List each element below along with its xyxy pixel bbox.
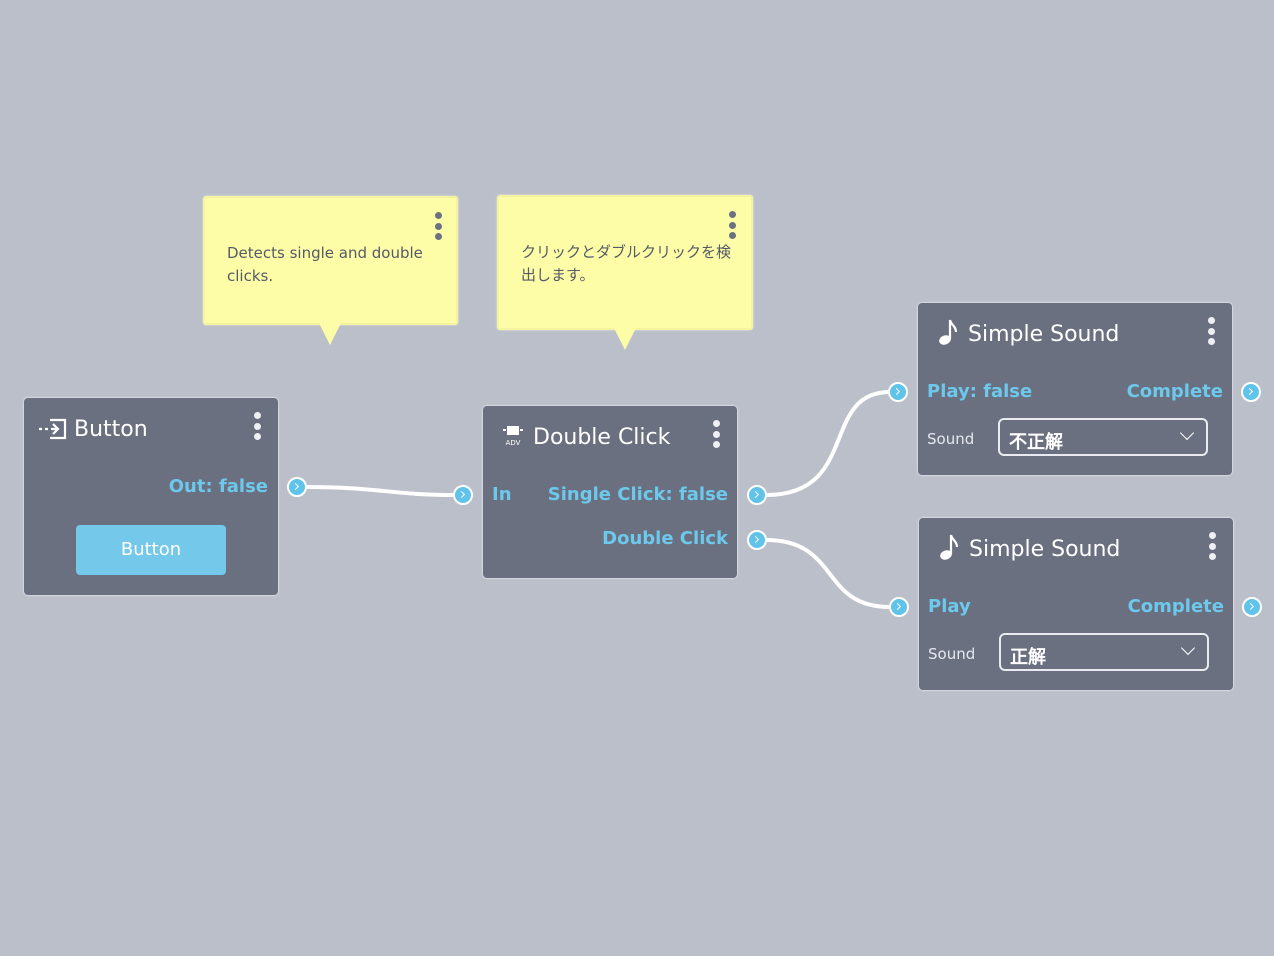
sound-field-label: Sound	[928, 645, 976, 663]
input-arrow-icon	[39, 418, 67, 440]
chevron-down-icon	[1180, 640, 1196, 656]
sound-field-label: Sound	[927, 430, 975, 448]
single-click-out-port[interactable]	[747, 485, 767, 505]
play-port-label: Play: false	[927, 381, 1033, 402]
note-pointer	[319, 323, 341, 345]
play-port-label: Play	[928, 596, 971, 617]
complete-port-label: Complete	[1126, 381, 1223, 402]
simple-sound-node-1[interactable]: Simple Sound Play: false Complete Sound …	[918, 303, 1232, 475]
double-click-port-label: Double Click	[602, 528, 728, 549]
in-port-label: In	[492, 484, 512, 505]
note-text: Detects single and double clicks.	[227, 244, 423, 285]
trigger-button[interactable]: Button	[76, 525, 226, 575]
sound-select-value: 正解	[1010, 647, 1046, 668]
button-node[interactable]: Button Out: false Button	[24, 398, 278, 595]
music-note-icon	[939, 319, 958, 345]
double-click-out-port[interactable]	[747, 530, 767, 550]
node-menu-icon[interactable]	[712, 420, 720, 448]
node-title: Simple Sound	[969, 537, 1121, 562]
sound2-complete-out-port[interactable]	[1242, 597, 1262, 617]
sound-select[interactable]: 不正解	[998, 418, 1208, 456]
simple-sound-node-2[interactable]: Simple Sound Play Complete Sound 正解	[919, 518, 1233, 690]
node-title: Button	[74, 417, 148, 442]
wire-button-to-doubleclick[interactable]	[305, 485, 456, 497]
node-menu-icon[interactable]	[253, 412, 261, 440]
sound1-complete-out-port[interactable]	[1241, 382, 1261, 402]
chevron-down-icon	[1179, 425, 1195, 441]
double-click-in-port[interactable]	[453, 485, 473, 505]
comment-note-english[interactable]: Detects single and double clicks.	[203, 196, 458, 325]
music-note-icon	[940, 534, 959, 560]
sound-select-value: 不正解	[1009, 432, 1063, 453]
note-menu-icon[interactable]	[728, 211, 736, 239]
node-title: Double Click	[533, 425, 671, 450]
wire-single-to-sound1[interactable]	[765, 390, 891, 497]
adv-chip-icon: ADV	[503, 426, 523, 447]
node-menu-icon[interactable]	[1207, 317, 1215, 345]
complete-port-label: Complete	[1127, 596, 1224, 617]
node-menu-icon[interactable]	[1208, 532, 1216, 560]
note-pointer	[614, 328, 636, 350]
button-out-port[interactable]	[287, 477, 307, 497]
comment-note-japanese[interactable]: クリックとダブルクリックを検出します。	[497, 195, 753, 330]
wire-double-to-sound2[interactable]	[765, 538, 891, 609]
single-click-port-label: Single Click: false	[547, 484, 728, 505]
note-text: クリックとダブルクリックを検出します。	[521, 243, 732, 284]
adv-icon-text: ADV	[506, 439, 521, 447]
sound2-play-in-port[interactable]	[889, 597, 909, 617]
node-title: Simple Sound	[968, 322, 1120, 347]
note-menu-icon[interactable]	[434, 212, 442, 240]
sound1-play-in-port[interactable]	[888, 382, 908, 402]
double-click-node[interactable]: ADV Double Click In Single Click: false …	[483, 406, 737, 578]
out-port-label: Out: false	[168, 476, 268, 497]
sound-select[interactable]: 正解	[999, 633, 1209, 671]
